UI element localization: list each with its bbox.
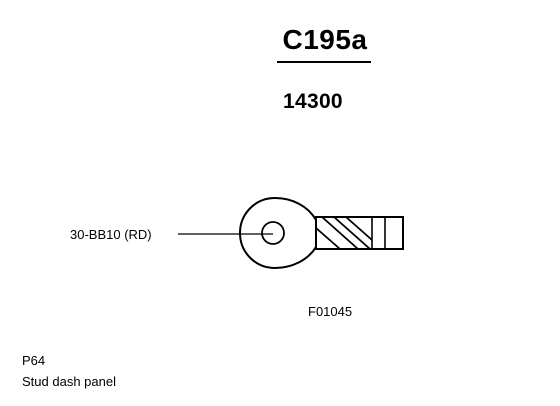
figure-code: F01045 [308,304,353,319]
terminal-crimp-barrel [315,216,404,250]
ring-terminal-hole [261,221,285,245]
wire-label: 30-BB10 (RD) [70,227,152,242]
crimp-hatch-line [321,216,359,250]
crimp-hatch-line [315,227,341,250]
connector-id: C195a [282,24,368,55]
crimp-hatch-line [333,216,371,250]
location-description: Stud dash panel [22,374,116,389]
crimp-hatch-line [345,216,373,241]
ring-terminal-outline [238,196,317,270]
connector-id-underline [277,61,371,63]
location-code: P64 [22,353,46,368]
part-number: 14300 [283,90,343,113]
